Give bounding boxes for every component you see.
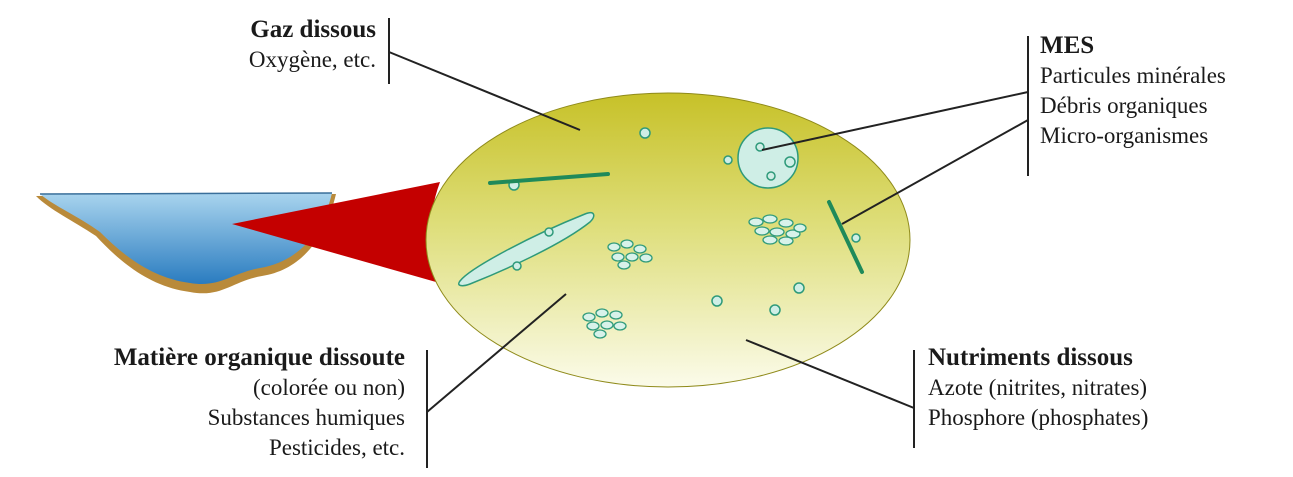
mes-line: Particules minérales [1040, 61, 1226, 91]
nutriments-line: Azote (nitrites, nitrates) [928, 373, 1148, 403]
gaz-dissous-line: Oxygène, etc. [249, 45, 376, 75]
nutriments-title: Nutriments dissous [928, 343, 1148, 373]
mes-title: MES [1040, 31, 1226, 61]
matiere-organique-title: Matière organique dissoute [114, 343, 405, 373]
label-gaz-dissous: Gaz dissous Oxygène, etc. [249, 15, 376, 75]
label-mes: MES Particules minérales Débris organiqu… [1040, 31, 1226, 151]
magnified-water-ellipse [426, 93, 910, 387]
label-matiere-organique: Matière organique dissoute (colorée ou n… [114, 343, 405, 463]
matiere-organique-line: (colorée ou non) [114, 373, 405, 403]
mes-line: Micro-organismes [1040, 121, 1226, 151]
label-nutriments: Nutriments dissous Azote (nitrites, nitr… [928, 343, 1148, 433]
mes-line: Débris organiques [1040, 91, 1226, 121]
matiere-organique-line: Substances humiques [114, 403, 405, 433]
nutriments-line: Phosphore (phosphates) [928, 403, 1148, 433]
gaz-dissous-title: Gaz dissous [249, 15, 376, 45]
matiere-organique-line: Pesticides, etc. [114, 433, 405, 463]
water-body-icon [36, 193, 336, 293]
